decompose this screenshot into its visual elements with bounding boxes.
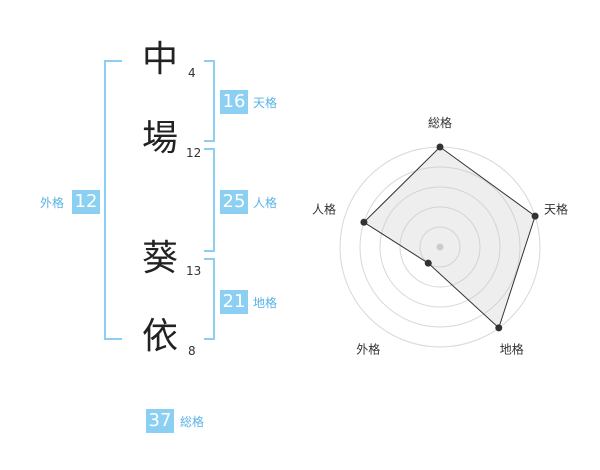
tenkaku-badge: 16 [220,90,248,114]
gaikaku-badge: 12 [72,190,100,214]
jinkaku-label: 人格 [253,196,278,210]
radar-axis-label-5: 人格 [312,201,336,216]
radar-point-2 [531,212,539,220]
soukaku-label: 総格 [180,415,205,429]
gaikaku-bracket [104,60,122,340]
chikaku-label: 地格 [253,296,278,310]
radar-point-4 [424,259,432,267]
stroke-count-3: 13 [186,264,202,278]
radar-ring [359,166,521,328]
name-char-1: 中 [141,39,178,80]
soukaku-badge: 37 [146,409,174,433]
name-char-3: 葵 [141,238,178,279]
radar-center-dot [436,243,444,251]
radar-axis-label-1: 総格 [428,115,452,130]
chikaku-bracket [204,258,215,340]
jinkaku-badge: 25 [220,190,248,214]
radar-axis-label-4: 外格 [356,342,380,357]
radar-ring [399,206,481,288]
radar-polygon [363,146,536,329]
gaikaku-label: 外格 [40,196,65,210]
stroke-count-4: 8 [188,344,196,358]
radar-point-3 [495,324,503,332]
stroke-count-1: 4 [188,66,196,80]
radar-point-1 [436,143,444,151]
chikaku-badge: 21 [220,290,248,314]
radar-axis-label-3: 地格 [500,342,524,357]
name-char-2: 場 [141,118,178,159]
radar-axis-label-2: 天格 [544,201,568,216]
radar-ring [379,186,501,308]
tenkaku-label: 天格 [253,96,278,110]
tenkaku-bracket [204,60,215,142]
radar-point-5 [360,218,368,226]
stroke-count-2: 12 [186,146,202,160]
name-char-4: 依 [141,316,178,357]
radar-ring [419,226,461,268]
jinkaku-bracket [204,148,215,252]
